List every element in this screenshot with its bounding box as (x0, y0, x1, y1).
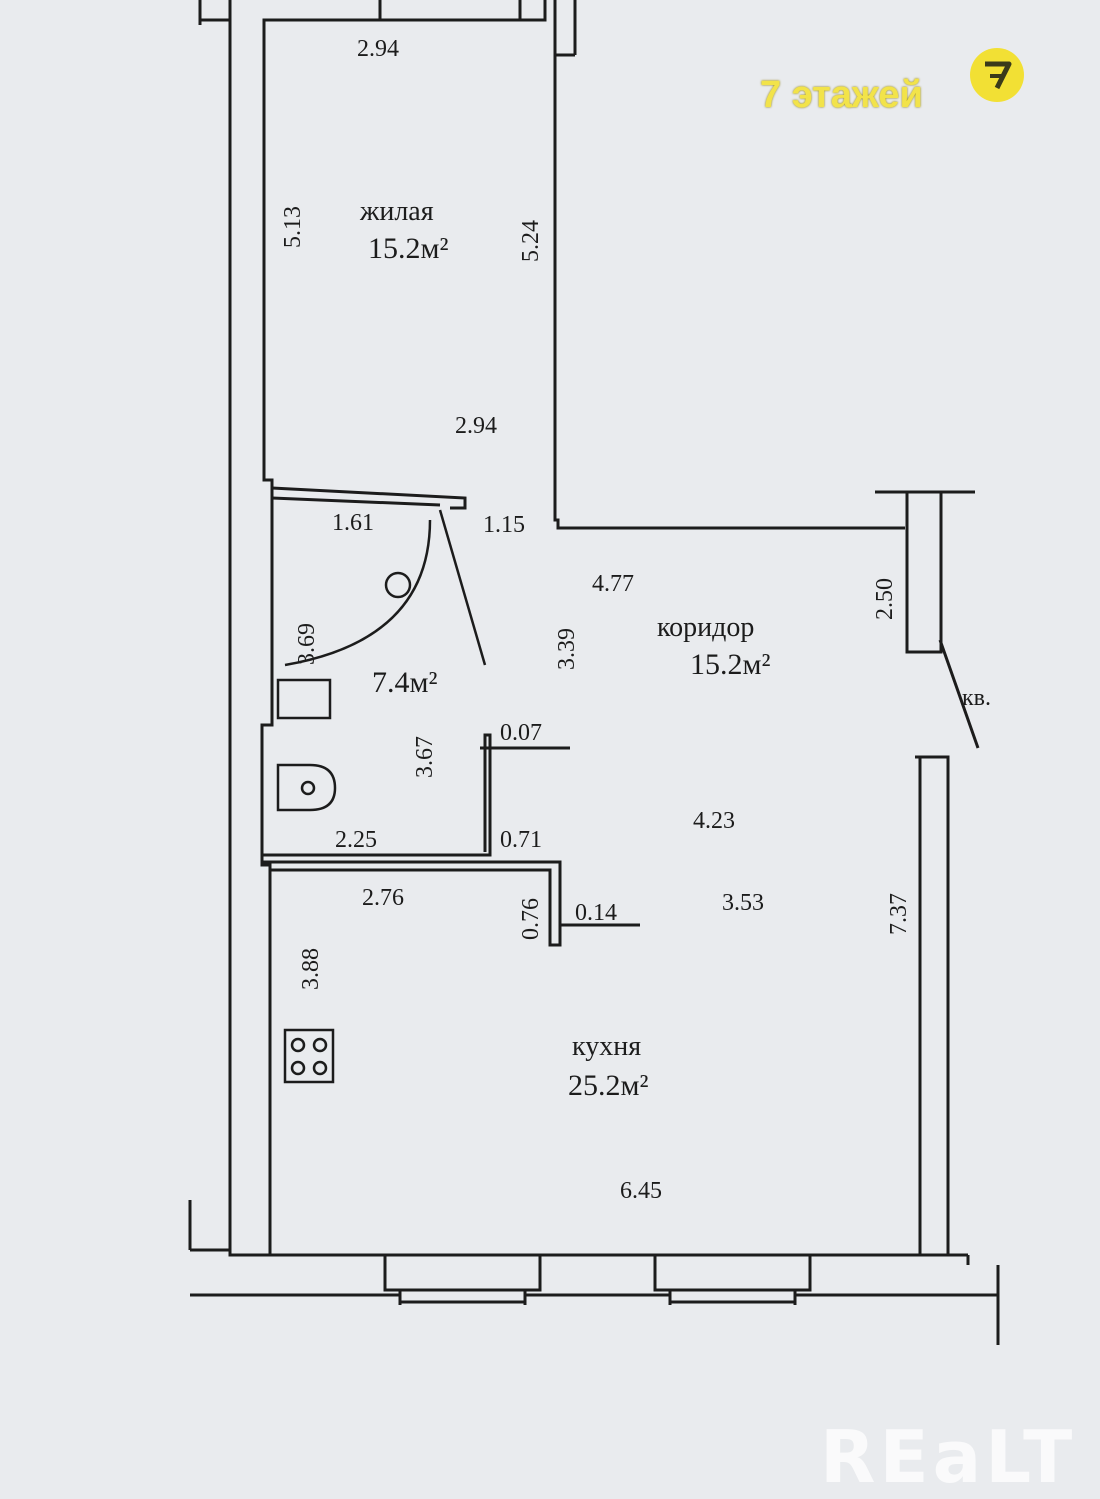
bathroom-area: 7.4м² (372, 666, 437, 699)
realt-watermark-logo: REaLT (820, 1415, 1077, 1499)
corridor-area: 15.2м² (690, 648, 770, 681)
dim-living-bottom: 2.94 (455, 413, 497, 439)
toilet-icon (278, 765, 335, 810)
dim-corridor-entrance: 2.50 (872, 578, 898, 620)
dim-living-right: 5.24 (518, 220, 544, 262)
sink-icon (278, 680, 330, 718)
dim-bath-left: 3.69 (294, 623, 320, 665)
walls (190, 0, 998, 1345)
dim-kitchen-step-width: 0.14 (575, 900, 617, 926)
dim-corridor-left: 3.39 (554, 628, 580, 670)
kitchen-area: 25.2м² (568, 1069, 648, 1102)
dimension-labels: 2.94 5.13 5.24 2.94 1.61 1.15 3.69 3.67 … (280, 36, 912, 1204)
corridor-name: коридор (657, 612, 754, 643)
dim-kitchen-right: 7.37 (886, 893, 912, 935)
dim-bath-right: 3.67 (412, 736, 438, 778)
dim-bath-top: 1.61 (332, 510, 374, 536)
dim-kitchen-left: 3.88 (298, 948, 324, 990)
dim-corridor-top: 4.77 (592, 571, 634, 597)
room-labels: жилая 15.2м² 7.4м² коридор 15.2м² кухня … (359, 196, 991, 1102)
living-room-name: жилая (359, 196, 434, 227)
dim-living-top: 2.94 (357, 36, 399, 62)
dim-corridor-mid: 4.23 (693, 808, 735, 834)
number-7-icon (970, 48, 1024, 102)
dim-partition-top: 0.07 (500, 720, 542, 746)
dim-bath-bottom: 2.25 (335, 827, 377, 853)
dim-kitchen-step: 0.76 (518, 898, 544, 940)
dim-kitchen-mid: 3.53 (722, 890, 764, 916)
dim-living-left: 5.13 (280, 206, 306, 248)
kitchen-name: кухня (572, 1031, 641, 1062)
dim-bath-door: 1.15 (483, 512, 525, 538)
living-room-area: 15.2м² (368, 232, 448, 265)
entrance-label: кв. (962, 685, 991, 711)
door-swing-icon (440, 510, 485, 665)
dim-kitchen-top: 2.76 (362, 885, 404, 911)
dim-kitchen-bottom: 6.45 (620, 1178, 662, 1204)
dim-partition-bottom: 0.71 (500, 827, 542, 853)
stove-icon (285, 1030, 333, 1082)
floors-badge-label: 7 этажей (760, 74, 923, 116)
shower-drain-icon (386, 573, 410, 597)
fixtures (278, 510, 485, 1082)
